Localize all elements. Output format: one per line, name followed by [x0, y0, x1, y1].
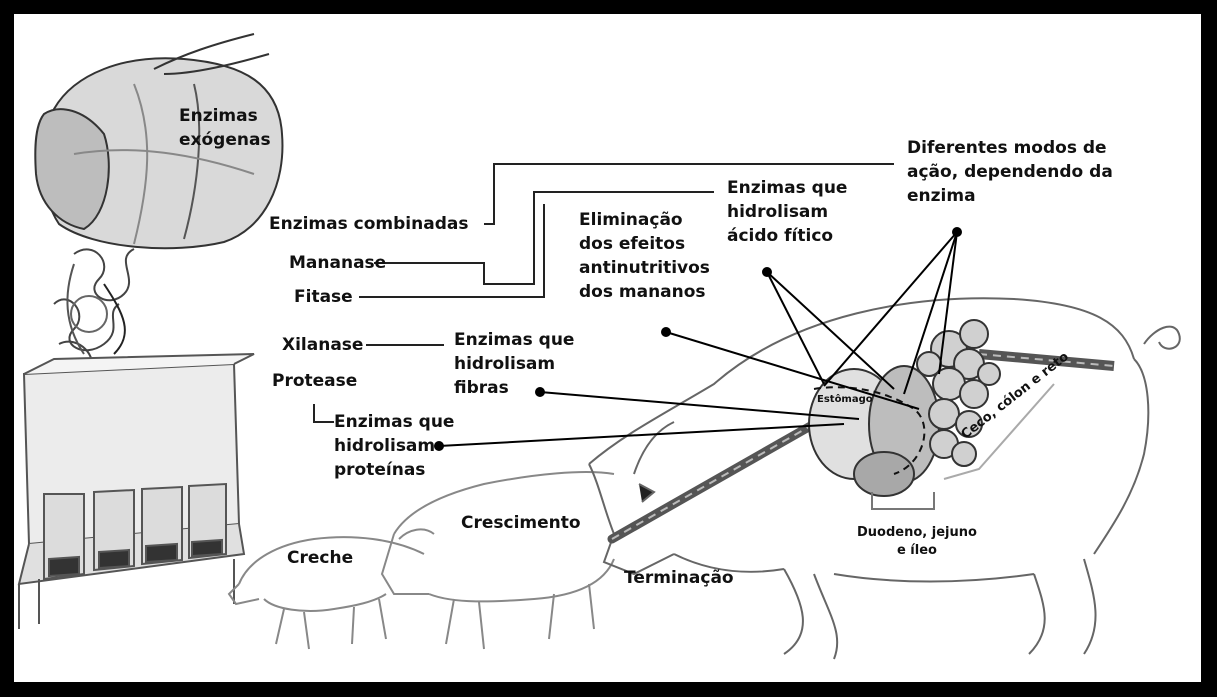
- label-duodeno-line1: Duodeno, jejuno: [857, 524, 977, 542]
- label-crescimento: Crescimento: [461, 511, 581, 535]
- label-eliminacao-line2: dos efeitos: [579, 232, 710, 256]
- label-hidrolisam-proteinas-line2: hidrolisam: [334, 434, 454, 458]
- label-creche: Creche: [287, 546, 353, 570]
- label-hidrolisam-proteinas-line1: Enzimas que: [334, 410, 454, 434]
- label-hidrolisam-acido-fitico-line3: ácido fítico: [727, 224, 847, 248]
- label-enzimas-combinadas: Enzimas combinadas: [269, 212, 468, 236]
- label-eliminacao-line3: antinutritivos: [579, 256, 710, 280]
- diagram-canvas: Enzimas exógenas Enzimas combinadas Mana…: [14, 14, 1201, 682]
- label-diferentes-modos-line1: Diferentes modos de: [907, 136, 1113, 160]
- pig-crescimento-outline: [382, 472, 614, 649]
- label-fitase: Fitase: [294, 285, 353, 309]
- label-hidrolisam-fibras-line3: fibras: [454, 376, 574, 400]
- label-diferentes-modos: Diferentes modos de ação, dependendo da …: [907, 136, 1113, 208]
- label-hidrolisam-acido-fitico: Enzimas que hidrolisam ácido fítico: [727, 176, 847, 248]
- label-enzimas-exogenas-line1: Enzimas: [179, 104, 271, 128]
- label-diferentes-modos-line2: ação, dependendo da: [907, 160, 1113, 184]
- label-enzimas-exogenas: Enzimas exógenas: [179, 104, 271, 152]
- label-hidrolisam-acido-fitico-line2: hidrolisam: [727, 200, 847, 224]
- label-terminacao: Terminação: [624, 566, 734, 590]
- label-hidrolisam-fibras-line1: Enzimas que: [454, 328, 574, 352]
- label-hidrolisam-acido-fitico-line1: Enzimas que: [727, 176, 847, 200]
- label-duodeno: Duodeno, jejuno e íleo: [857, 524, 977, 560]
- label-xilanase: Xilanase: [282, 333, 363, 357]
- label-enzimas-exogenas-line2: exógenas: [179, 128, 271, 152]
- label-estomago: Estômago: [817, 394, 873, 406]
- label-eliminacao-line1: Eliminação: [579, 208, 710, 232]
- label-eliminacao: Eliminação dos efeitos antinutritivos do…: [579, 208, 710, 304]
- feeder-illustration: [19, 354, 254, 629]
- label-hidrolisam-proteinas: Enzimas que hidrolisam proteínas: [334, 410, 454, 482]
- label-diferentes-modos-line3: enzima: [907, 184, 1113, 208]
- label-eliminacao-line4: dos mananos: [579, 280, 710, 304]
- label-mananase: Mananase: [289, 251, 386, 275]
- label-hidrolisam-fibras: Enzimas que hidrolisam fibras: [454, 328, 574, 400]
- label-hidrolisam-fibras-line2: hidrolisam: [454, 352, 574, 376]
- label-hidrolisam-proteinas-line3: proteínas: [334, 458, 454, 482]
- label-duodeno-line2: e íleo: [857, 542, 977, 560]
- label-protease: Protease: [272, 369, 357, 393]
